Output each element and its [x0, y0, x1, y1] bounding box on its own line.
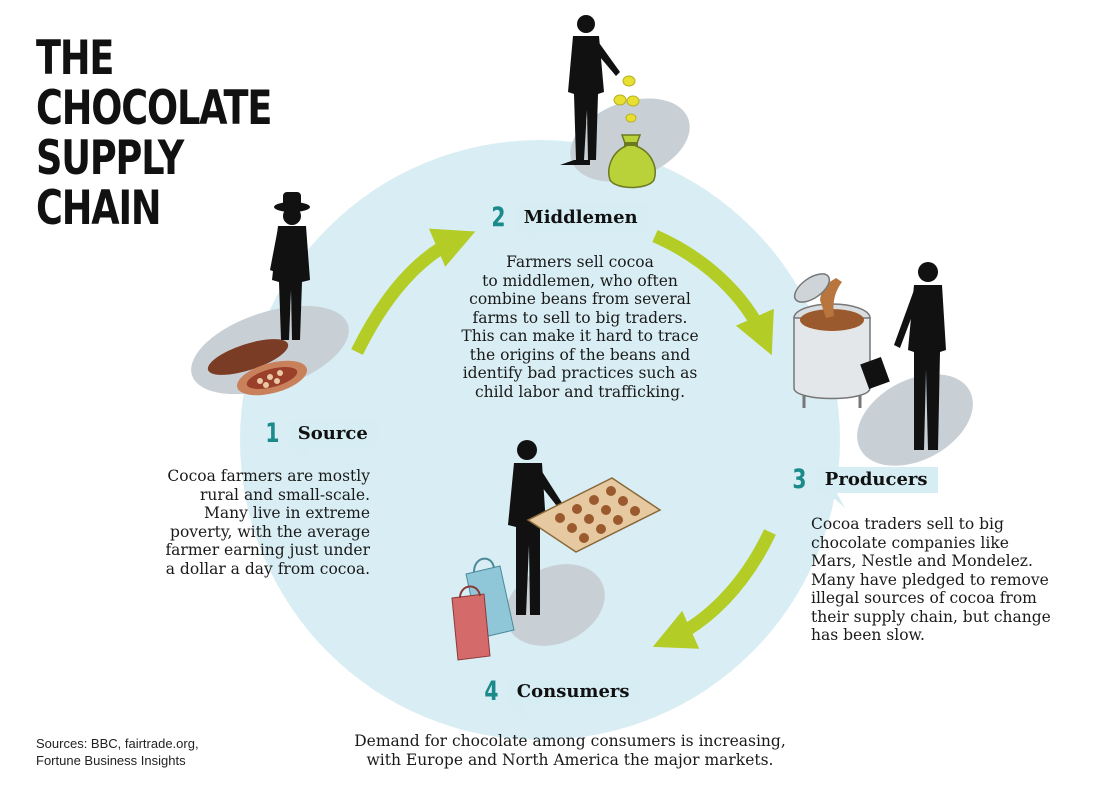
stage-2-line: This can make it hard to trace: [461, 327, 699, 345]
stage-4-name: Consumers: [508, 678, 640, 705]
stage-2-description: Farmers sell cocoa to middlemen, who oft…: [430, 253, 730, 401]
stage-1-line: poverty, with the average: [170, 522, 370, 541]
stage-2-name: Middlemen: [515, 204, 648, 231]
stage-1-number: 1: [265, 418, 280, 449]
stage-3-name: Producers: [816, 466, 938, 493]
stage-1-line: Cocoa farmers are mostly: [167, 467, 370, 485]
stage-4-number: 4: [484, 676, 499, 707]
stage-2-label: 2 Middlemen: [489, 202, 648, 233]
arrow-producers-to-consumers: [652, 529, 776, 649]
stage-2-line: combine beans from several: [469, 290, 691, 308]
arrow-source-to-middlemen: [351, 228, 476, 355]
stage-1-line: farmer earning just under: [165, 541, 370, 559]
cocoa-pod-icon: [207, 339, 307, 396]
sources-line: Sources: BBC, fairtrade.org,: [36, 736, 199, 751]
stage-2-line: to middlemen, who often: [482, 271, 678, 290]
pointer-middlemen: [516, 227, 539, 247]
stage-3-description: Cocoa traders sell to big chocolate comp…: [811, 515, 1081, 645]
stage-3-line: Many have pledged to remove: [811, 570, 1049, 589]
stage-2-line: farms to sell to big traders.: [472, 308, 688, 327]
stage-3-line: Mars, Nestle and Mondelez.: [811, 552, 1033, 570]
stage-4-line: with Europe and North America the major …: [366, 750, 774, 769]
stage-4-description: Demand for chocolate among consumers is …: [310, 732, 830, 769]
title-line-2: SUPPLY CHAIN: [36, 131, 184, 236]
coins-icon: [613, 75, 640, 123]
stage-2-line: Farmers sell cocoa: [506, 253, 654, 271]
page-title: THE CHOCOLATE SUPPLY CHAIN: [36, 34, 301, 234]
stage-1-name: Source: [289, 420, 378, 447]
stage-3-line: illegal sources of cocoa from: [811, 589, 1037, 607]
sources-note: Sources: BBC, fairtrade.org, Fortune Bus…: [36, 735, 199, 769]
chocolate-vat-icon: [793, 273, 871, 408]
stage-2-number: 2: [491, 202, 506, 233]
sources-line: Fortune Business Insights: [36, 753, 186, 768]
chocolate-box-icon: [526, 477, 662, 553]
money-bag-icon: [608, 134, 656, 189]
arrow-middlemen-to-producers: [652, 230, 774, 356]
consumer-icon: [505, 440, 605, 646]
stage-1-line: rural and small-scale.: [200, 485, 370, 504]
stage-1-label: 1 Source: [263, 418, 378, 449]
stage-3-line: their supply chain, but change: [811, 607, 1051, 626]
worker-icon: [857, 262, 973, 466]
title-line-1: THE CHOCOLATE: [36, 31, 272, 136]
stage-2-line: identify bad practices such as: [462, 364, 698, 382]
pointer-producers: [822, 488, 845, 508]
pointer-consumers: [508, 701, 531, 721]
stage-1-description: Cocoa farmers are mostly rural and small…: [140, 467, 370, 578]
stage-3-label: 3 Producers: [790, 464, 938, 495]
pointer-source: [290, 442, 313, 462]
stage-3-line: Cocoa traders sell to big: [811, 515, 1004, 533]
stage-1-line: a dollar a day from cocoa.: [165, 559, 370, 578]
stage-3-line: chocolate companies like: [811, 533, 1009, 552]
stage-3-line: has been slow.: [811, 626, 925, 644]
stage-4-label: 4 Consumers: [482, 676, 640, 707]
stage-2-line: the origins of the beans and: [469, 345, 691, 364]
stage-1-line: Many live in extreme: [203, 504, 370, 522]
stage-3-number: 3: [792, 464, 807, 495]
stage-2-line: child labor and trafficking.: [475, 382, 685, 401]
shopping-bags-icon: [451, 557, 515, 661]
stage-4-line: Demand for chocolate among consumers is …: [354, 732, 786, 750]
